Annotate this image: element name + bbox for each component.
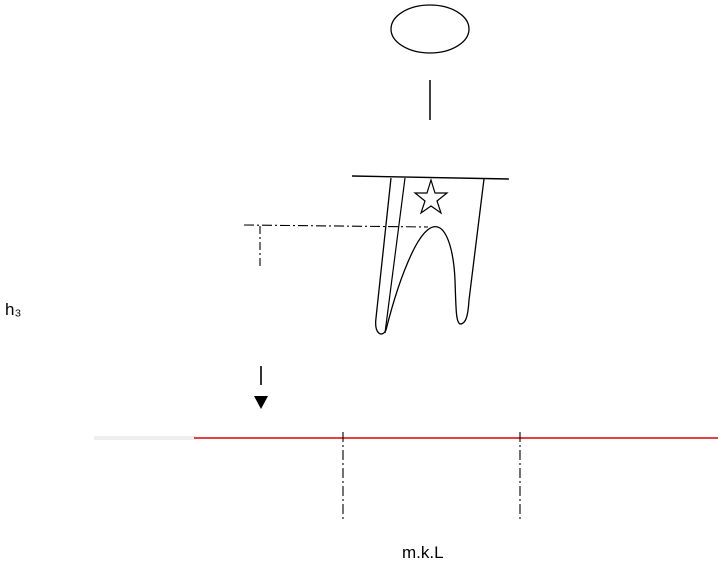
tooth-outline xyxy=(375,177,485,335)
tooth xyxy=(351,175,510,335)
root-canal-left-wall xyxy=(384,177,406,334)
projection-horizontal-line xyxy=(243,224,429,228)
h3-label: h₃ xyxy=(5,300,21,319)
occlusal-reference-line xyxy=(351,175,510,180)
baseline-markers xyxy=(342,432,521,520)
projection-guide xyxy=(243,224,429,266)
mkl-label: m.k.L xyxy=(402,543,444,562)
arrow-down-icon xyxy=(254,366,268,409)
source-symbol xyxy=(390,4,470,120)
apex-star-icon xyxy=(413,177,449,215)
source-ellipse-icon xyxy=(390,4,470,54)
